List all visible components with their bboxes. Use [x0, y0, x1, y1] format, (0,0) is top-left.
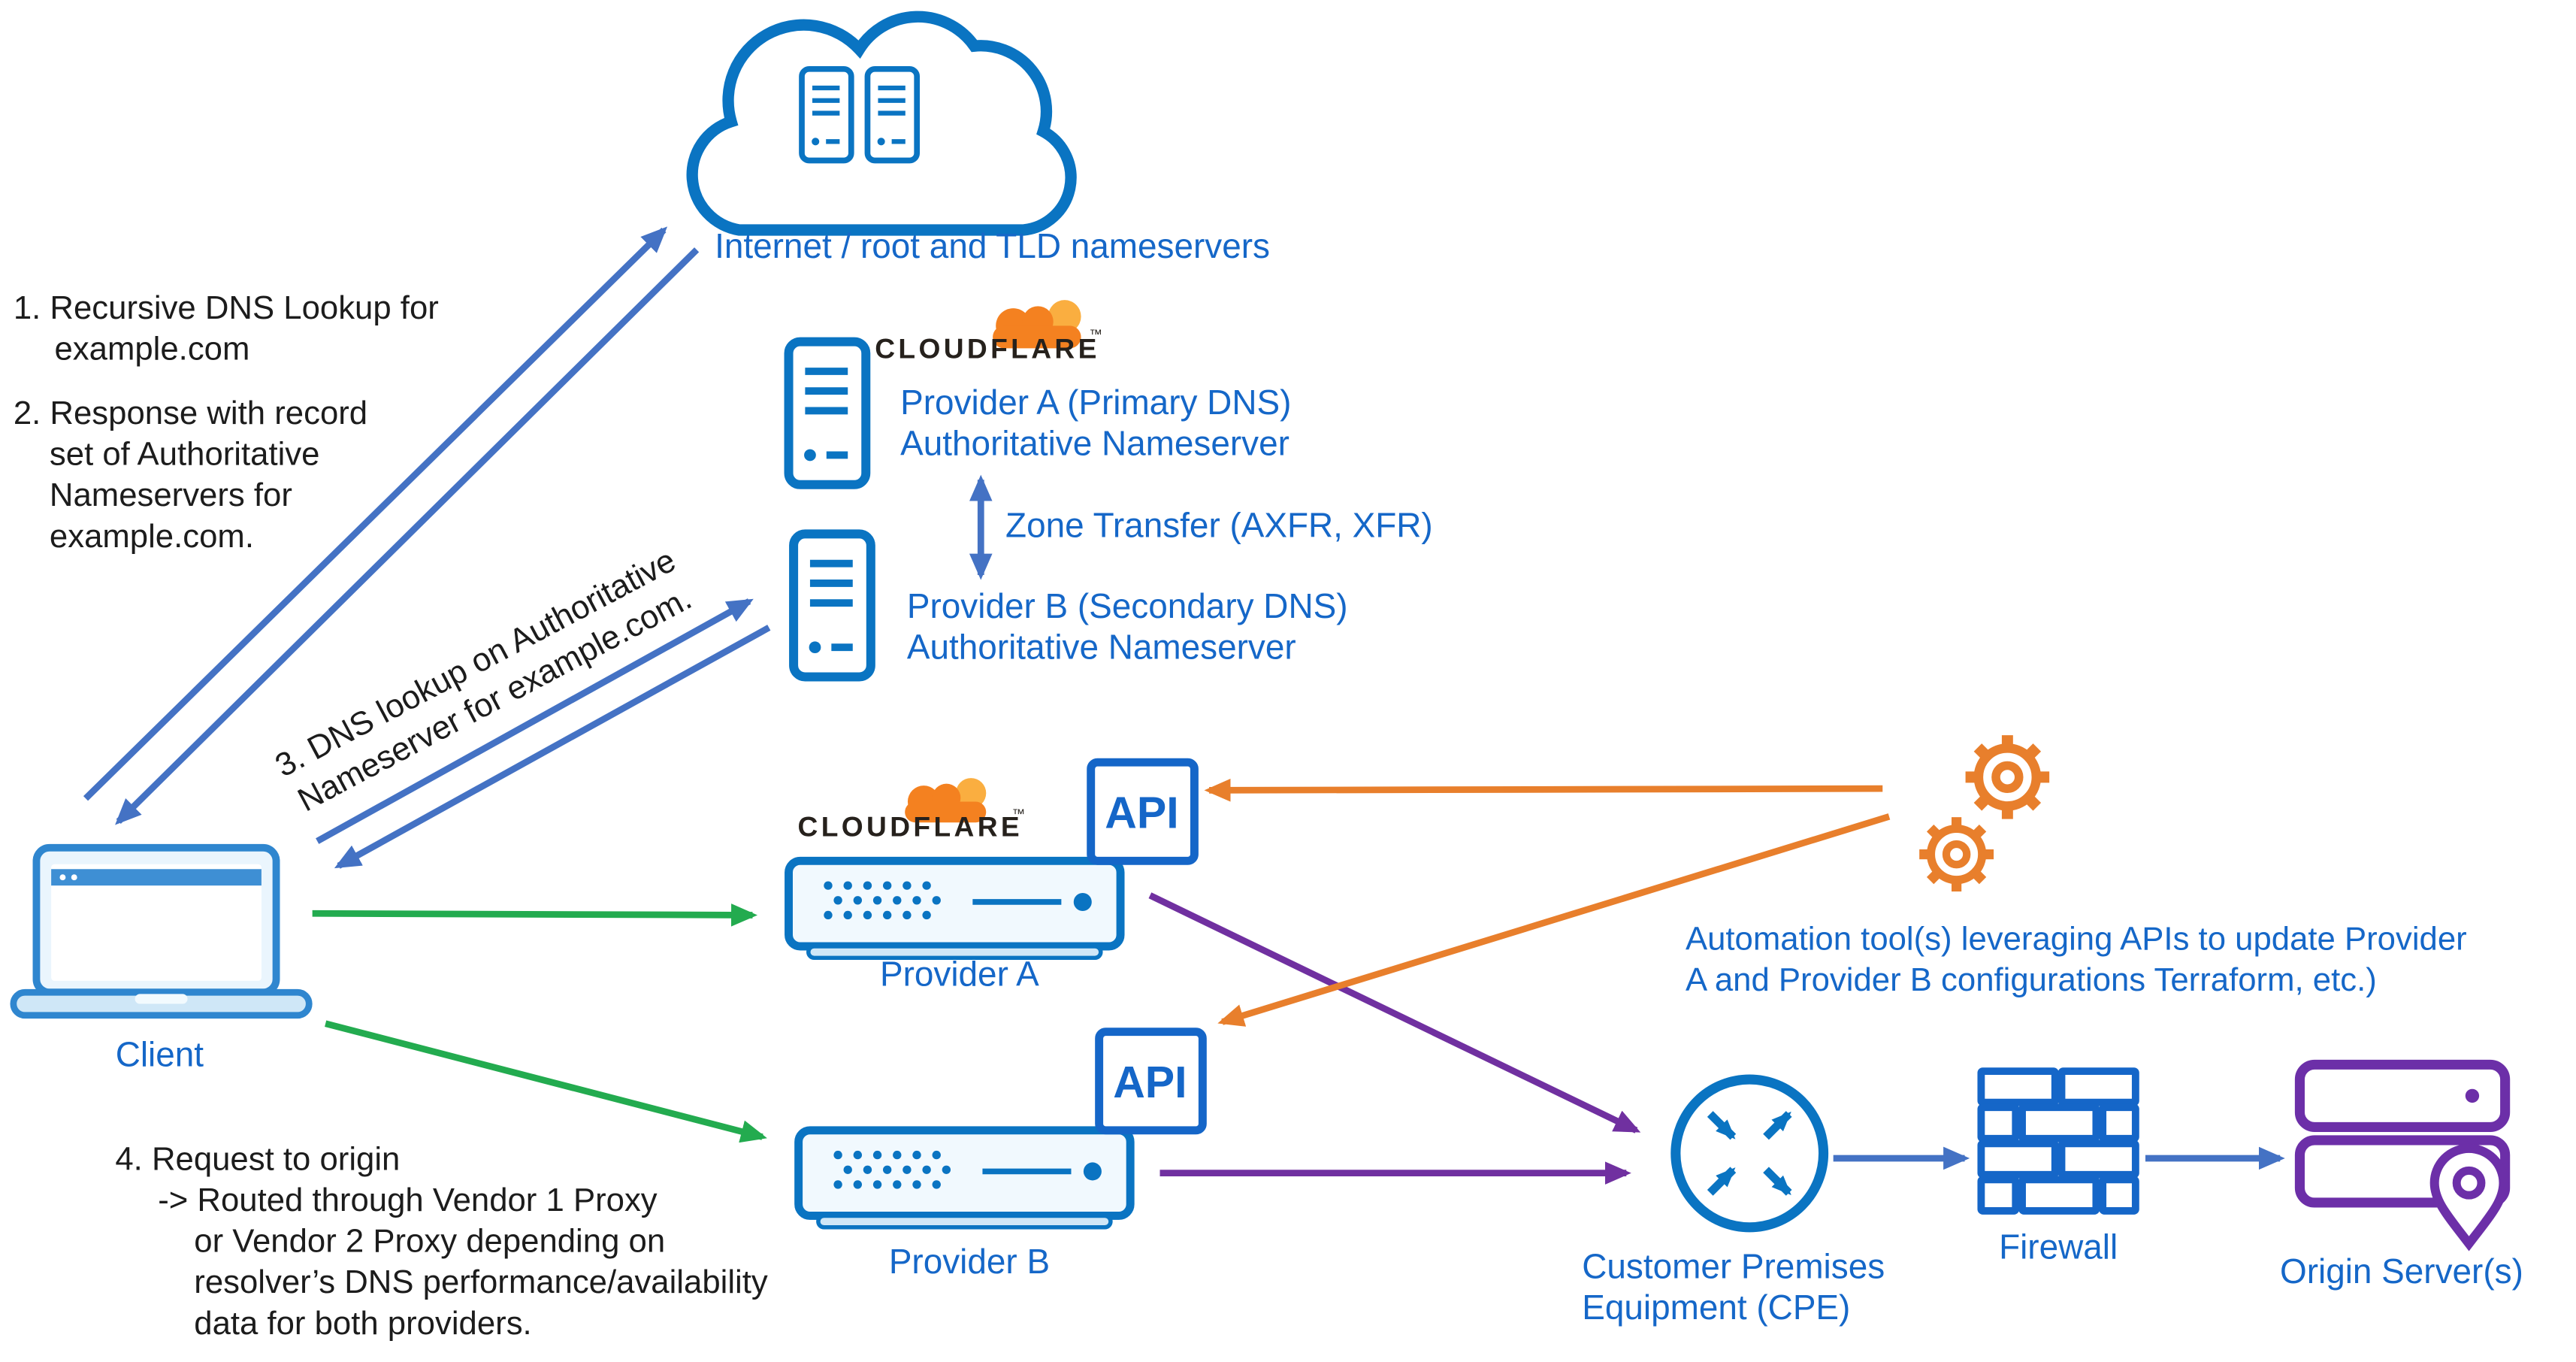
arrow-client-to-provider-b [325, 1020, 767, 1143]
origin-label: Origin Server(s) [2280, 1252, 2523, 1291]
provider-a-ns-label-line2: Authoritative Nameserver [900, 423, 1290, 462]
provider-b-ns-label-line1: Provider B (Secondary DNS) [907, 586, 1348, 625]
root-nameserver-icon [802, 69, 851, 161]
step2-line1: 2. Response with record [14, 395, 367, 431]
provider-b-api-label: API [1113, 1058, 1187, 1107]
annotation-step2: 2. Response with record set of Authorita… [14, 395, 367, 555]
arrow-nameserver-response-to-client [334, 625, 771, 869]
provider-b-server-icon [794, 534, 871, 676]
cloudflare-wordmark: CLOUDFLARE [875, 332, 1100, 364]
firewall-node: Firewall [1977, 1067, 2139, 1266]
arrow-client-to-provider-a [312, 903, 757, 927]
provider-b-proxy-node: API Provider B [799, 1032, 1203, 1281]
step4-line4: resolver’s DNS performance/availability [194, 1264, 768, 1300]
laptop-menubar [51, 869, 262, 886]
cloudflare-wordmark: CLOUDFLARE [798, 811, 1023, 843]
cloudflare-logo-proxy: CLOUDFLARE ™ [798, 778, 1025, 843]
arrows [83, 226, 2285, 1185]
arrow-dns-lookup-to-nameserver [316, 598, 754, 844]
provider-a-server-icon [789, 342, 866, 485]
laptop-menubar-dot [59, 874, 66, 881]
origin-server-node: Origin Server(s) [2280, 1059, 2523, 1291]
provider-a-api-label: API [1105, 788, 1178, 838]
cloudflare-logo-top: CLOUDFLARE ™ [875, 300, 1102, 364]
laptop-notch [135, 994, 188, 1004]
provider-a-appliance-icon [789, 861, 1121, 958]
step4-line5: data for both providers. [194, 1305, 531, 1342]
provider-a-ns-label-line1: Provider A (Primary DNS) [900, 383, 1291, 422]
step2-line3: Nameservers for [50, 477, 292, 513]
trademark-symbol: ™ [1012, 807, 1025, 822]
step3-line1: 3. DNS lookup on Authoritative [269, 542, 682, 785]
zone-transfer-label: Zone Transfer (AXFR, XFR) [1005, 506, 1433, 545]
provider-b-appliance-icon [799, 1130, 1131, 1227]
cpe-node: Customer Premises Equipment (CPE) [1582, 1074, 1885, 1327]
annotation-step4: 4. Request to origin -> Routed through V… [115, 1140, 768, 1342]
step2-line4: example.com. [50, 518, 254, 555]
provider-b-proxy-label: Provider B [889, 1242, 1050, 1281]
arrow-recursive-lookup-to-internet [83, 226, 668, 801]
trademark-symbol: ™ [1090, 326, 1102, 341]
router-icon [1670, 1074, 1829, 1233]
annotation-step3: 3. DNS lookup on Authoritative Nameserve… [269, 542, 697, 819]
step4-line2: -> Routed through Vendor 1 Proxy [158, 1182, 658, 1218]
provider-b-api-box: API [1099, 1032, 1203, 1130]
firewall-icon [1977, 1067, 2139, 1215]
annotation-step1: 1. Recursive DNS Lookup for example.com [14, 289, 439, 368]
step1-line2: example.com [54, 331, 249, 368]
router-arrows-icon [1707, 1111, 1792, 1196]
laptop-icon [10, 843, 313, 1019]
step4-line3: or Vendor 2 Proxy depending on [194, 1223, 665, 1260]
client-node: Client [10, 843, 313, 1074]
tld-nameserver-icon [867, 69, 917, 161]
provider-b-ns-label-line2: Authoritative Nameserver [907, 627, 1296, 666]
arrow-response-to-client [115, 247, 700, 825]
internet-cloud-node: Internet / root and TLD nameservers [686, 11, 1270, 265]
automation-label-line1: Automation tool(s) leveraging APIs to up… [1686, 920, 2467, 957]
gear-icon [1919, 817, 1994, 891]
provider-a-proxy-node: CLOUDFLARE ™ API Provider A [789, 762, 1195, 993]
firewall-label: Firewall [1999, 1227, 2118, 1266]
provider-a-proxy-label: Provider A [880, 954, 1039, 993]
laptop-screen-inner [51, 864, 262, 981]
arrow-provider-a-to-cpe [1148, 892, 1641, 1133]
laptop-menubar-dot [71, 874, 77, 881]
gear-icon [1966, 735, 2050, 819]
cpe-label-line1: Customer Premises [1582, 1247, 1885, 1286]
provider-a-api-box: API [1091, 762, 1195, 861]
provider-a-nameserver-node: CLOUDFLARE ™ Provider A (Primary DNS) Au… [789, 300, 1291, 485]
step2-line2: set of Authoritative [50, 436, 320, 473]
step1-line1: 1. Recursive DNS Lookup for [14, 289, 439, 326]
automation-node: Automation tool(s) leveraging APIs to up… [1686, 735, 2467, 998]
arrow-automation-to-provider-a-api [1204, 778, 1883, 802]
cpe-label-line2: Equipment (CPE) [1582, 1288, 1850, 1327]
provider-b-nameserver-node: Provider B (Secondary DNS) Authoritative… [794, 534, 1347, 676]
location-pin-icon [2429, 1143, 2508, 1252]
internet-label: Internet / root and TLD nameservers [715, 226, 1270, 265]
step4-line1: 4. Request to origin [115, 1140, 400, 1177]
arrow-automation-to-provider-b-api [1217, 813, 1891, 1027]
client-label: Client [116, 1035, 204, 1074]
automation-label-line2: A and Provider B configurations Terrafor… [1686, 961, 2377, 998]
